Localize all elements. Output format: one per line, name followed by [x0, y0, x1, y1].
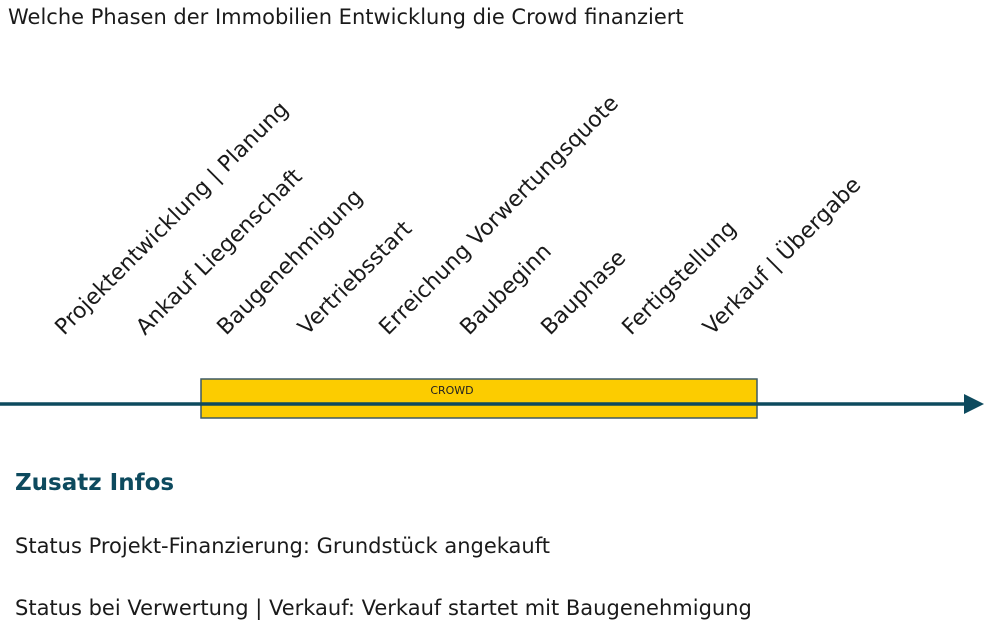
crowd-label: CROWD: [430, 384, 473, 397]
page-title: Welche Phasen der Immobilien Entwicklung…: [8, 5, 684, 29]
phase-label: Verkauf | Übergabe: [698, 172, 866, 340]
timeline-arrowhead: [964, 394, 984, 414]
phase-label: Ankauf Liegenschaft: [132, 164, 308, 340]
section-heading-zusatz-infos: Zusatz Infos: [15, 470, 175, 496]
crowd-bar: [200, 378, 758, 419]
status-sales-text: Status bei Verwertung | Verkauf: Verkauf…: [15, 596, 752, 620]
status-financing-text: Status Projekt-Finanzierung: Grundstück …: [15, 534, 550, 558]
phase-label: Baugenehmigung: [213, 185, 368, 340]
